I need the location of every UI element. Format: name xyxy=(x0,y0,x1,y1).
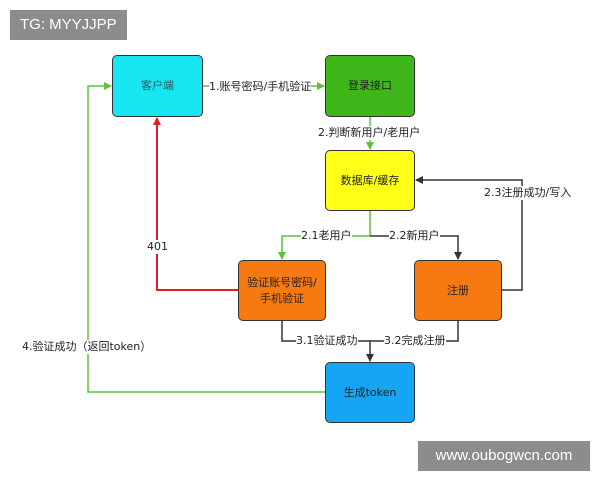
edge-label-1: 1.账号密码/手机验证 xyxy=(209,80,312,94)
edge-label-2-2: 2.2新用户 xyxy=(389,229,440,243)
edge-verify-to-client xyxy=(153,117,238,291)
edge-label-2-3: 2.3注册成功/写入 xyxy=(484,186,572,200)
node-database-cache: 数据库/缓存 xyxy=(325,150,415,211)
node-token-label: 生成token xyxy=(343,385,397,399)
node-register: 注册 xyxy=(414,260,502,321)
edge-label-2: 2.判断新用户/老用户 xyxy=(318,126,421,140)
node-verify-label: 验证账号密码/手机验证 xyxy=(247,275,317,305)
edge-label-3-2: 3.2完成注册 xyxy=(384,334,446,348)
edge-label-2-1: 2.1老用户 xyxy=(301,229,352,243)
watermark-bottom: www.oubogwcn.com xyxy=(418,441,590,471)
node-register-label: 注册 xyxy=(447,283,469,297)
edge-label-4: 4.验证成功（返回token） xyxy=(22,340,152,354)
watermark-top: TG: MYYJJPP xyxy=(10,10,127,40)
node-db-label: 数据库/缓存 xyxy=(340,173,400,187)
node-login-api: 登录接口 xyxy=(325,55,415,117)
edge-label-3-1: 3.1验证成功 xyxy=(296,334,358,348)
node-login-label: 登录接口 xyxy=(348,79,392,92)
edge-token-to-client xyxy=(87,82,325,393)
node-generate-token: 生成token xyxy=(325,362,415,423)
node-client: 客户端 xyxy=(112,55,203,117)
edge-register-to-db xyxy=(415,176,523,291)
edge-label-401: 401 xyxy=(147,240,168,254)
node-verify: 验证账号密码/手机验证 xyxy=(238,260,326,321)
node-client-label: 客户端 xyxy=(141,79,174,92)
